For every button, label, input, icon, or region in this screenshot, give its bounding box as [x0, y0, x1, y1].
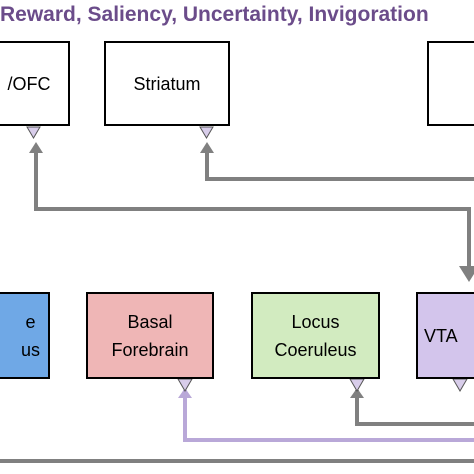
vta-output-triangle — [452, 378, 468, 392]
ofc-arrowhead — [29, 142, 43, 153]
purple-return-line — [183, 390, 474, 442]
lc-label-line1: Locus — [291, 311, 340, 332]
basal-output-triangle — [177, 378, 193, 392]
lc-input-arrowhead — [350, 388, 364, 398]
striatum-output-triangle — [199, 126, 214, 139]
raphe-label-line1: e — [25, 311, 36, 332]
striatum-label: Striatum — [133, 73, 201, 94]
raphe-box: e us — [0, 292, 50, 379]
striatum-box: Striatum — [104, 41, 230, 126]
gray-return-line — [355, 390, 474, 426]
basal-forebrain-box: Basal Forebrain — [86, 292, 214, 379]
vta-box: VTA — [416, 292, 474, 379]
lc-output-triangle — [349, 378, 365, 392]
basal-label-line2: Forebrain — [111, 339, 189, 360]
vta-arrowhead — [459, 266, 474, 282]
title-text: Reward, Saliency, Uncertainty, Invigorat… — [0, 3, 429, 26]
right-top-box — [427, 41, 474, 126]
vta-label: VTA — [424, 325, 458, 346]
ofc-box: /OFC — [0, 41, 70, 126]
basal-label-line1: Basal — [127, 311, 173, 332]
raphe-label-line2: us — [20, 339, 40, 360]
locus-coeruleus-box: Locus Coeruleus — [251, 292, 380, 379]
ofc-label: /OFC — [7, 73, 51, 94]
vta-to-striatum-arrow — [205, 146, 474, 181]
striatum-arrowhead — [200, 142, 214, 153]
ofc-output-triangle — [26, 126, 41, 139]
lc-label-line2: Coeruleus — [274, 339, 357, 360]
basal-input-arrowhead — [178, 388, 192, 398]
diagram-title: Reward, Saliency, Uncertainty, Invigorat… — [0, 0, 474, 30]
vta-to-ofc-arrow — [34, 146, 471, 268]
